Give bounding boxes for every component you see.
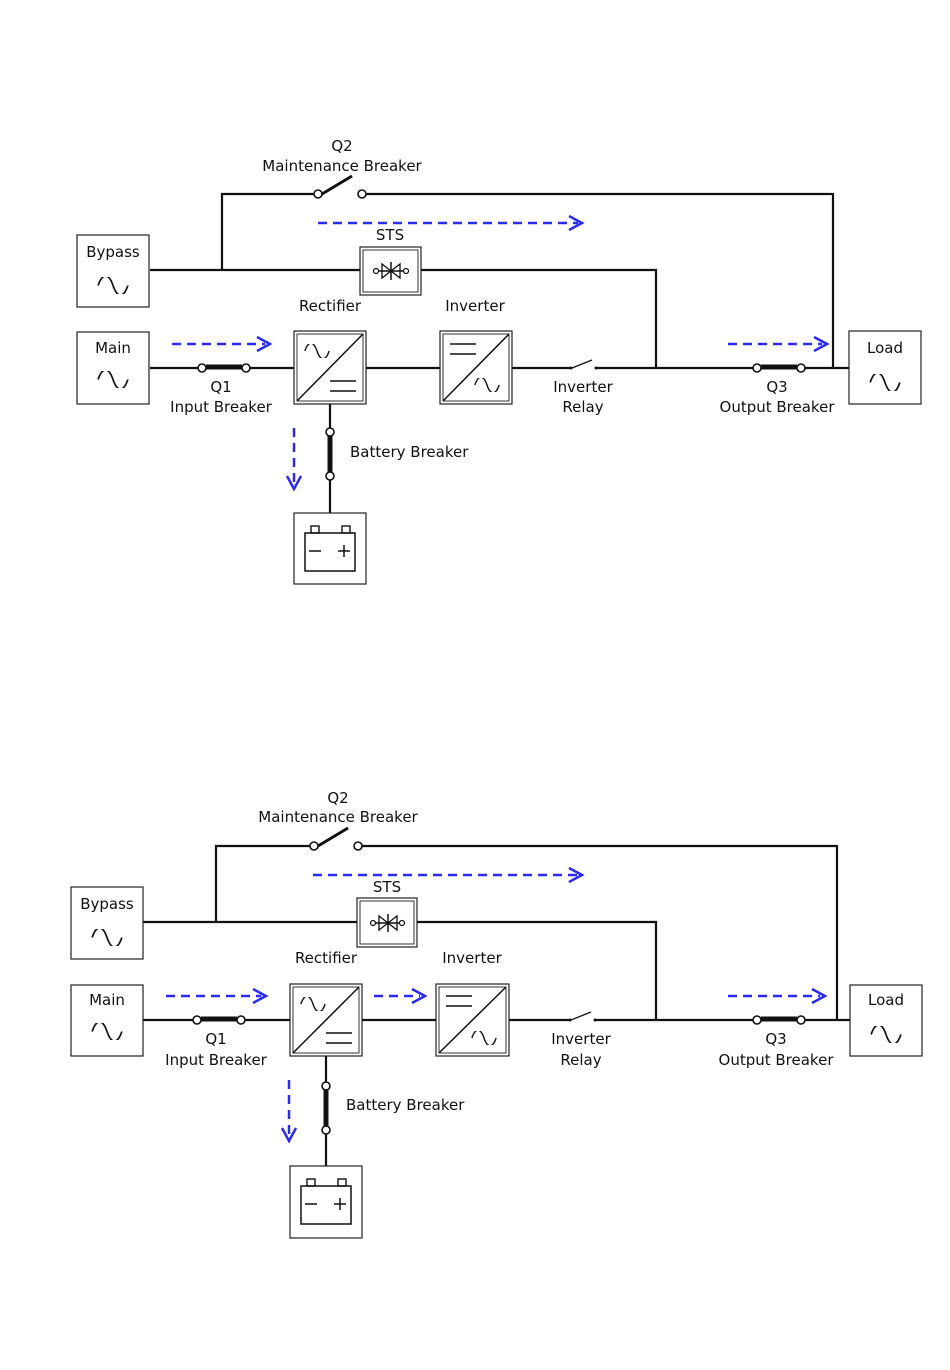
maintenance-bypass-wire xyxy=(216,846,314,922)
inverter-box xyxy=(440,331,512,404)
output-breaker-label: Output Breaker xyxy=(719,1051,835,1069)
rectifier-label: Rectifier xyxy=(299,297,362,315)
sts-label: STS xyxy=(373,878,401,896)
battery-breaker xyxy=(326,428,334,480)
q3-label: Q3 xyxy=(766,378,787,396)
load-box: Load xyxy=(850,985,922,1056)
maintenance-bypass-wire-right xyxy=(358,846,837,1020)
sts-box xyxy=(360,247,421,295)
maintenance-breaker-label: Maintenance Breaker xyxy=(262,157,422,175)
maintenance-bypass-wire-right xyxy=(362,194,833,368)
output-breaker-label: Output Breaker xyxy=(720,398,836,416)
q1-input-breaker xyxy=(193,1016,245,1024)
inverter-relay xyxy=(569,1012,597,1022)
q3-output-breaker xyxy=(753,364,805,372)
inverter-label: Inverter xyxy=(442,949,502,967)
load-label: Load xyxy=(868,991,904,1009)
rectifier-label: Rectifier xyxy=(295,949,358,967)
q2-label: Q2 xyxy=(331,137,352,155)
load-box: Load xyxy=(849,331,921,404)
maintenance-bypass-wire xyxy=(222,194,318,270)
q2-maintenance-breaker xyxy=(310,828,362,850)
bypass-source-box: Bypass xyxy=(71,887,143,959)
battery-breaker-label: Battery Breaker xyxy=(350,443,469,461)
inverter-relay xyxy=(570,360,598,370)
ups-diagram-2: Q2 Maintenance Breaker STS Bypass Main xyxy=(71,789,922,1238)
maintenance-breaker-label: Maintenance Breaker xyxy=(258,808,418,826)
sts-box xyxy=(357,898,417,947)
sts-label: STS xyxy=(376,226,404,244)
ups-diagram-1: Q2 Maintenance Breaker STS Bypass Main xyxy=(77,137,921,584)
rectifier-box xyxy=(290,984,362,1056)
bypass-label: Bypass xyxy=(80,895,134,913)
inverter-relay-label-2: Relay xyxy=(562,398,603,416)
q2-maintenance-breaker xyxy=(314,176,366,198)
battery-breaker-label: Battery Breaker xyxy=(346,1096,465,1114)
input-breaker-label: Input Breaker xyxy=(170,398,273,416)
q3-output-breaker xyxy=(753,1016,805,1024)
battery-breaker xyxy=(322,1082,330,1134)
battery-box xyxy=(290,1166,362,1238)
rectifier-box xyxy=(294,331,366,404)
main-source-box: Main xyxy=(71,985,143,1056)
inverter-relay-label-2: Relay xyxy=(560,1051,601,1069)
q1-input-breaker xyxy=(198,364,250,372)
inverter-relay-label-1: Inverter xyxy=(551,1030,611,1048)
bypass-label: Bypass xyxy=(86,243,140,261)
q3-label: Q3 xyxy=(765,1030,786,1048)
inverter-relay-label-1: Inverter xyxy=(553,378,613,396)
bypass-source-box: Bypass xyxy=(77,235,149,307)
load-label: Load xyxy=(867,339,903,357)
q2-label: Q2 xyxy=(327,789,348,807)
q1-label: Q1 xyxy=(210,378,231,396)
q1-label: Q1 xyxy=(205,1030,226,1048)
input-breaker-label: Input Breaker xyxy=(165,1051,268,1069)
inverter-label: Inverter xyxy=(445,297,505,315)
main-label: Main xyxy=(89,991,125,1009)
main-source-box: Main xyxy=(77,332,149,404)
battery-box xyxy=(294,513,366,584)
inverter-box xyxy=(436,984,509,1056)
main-label: Main xyxy=(95,339,131,357)
